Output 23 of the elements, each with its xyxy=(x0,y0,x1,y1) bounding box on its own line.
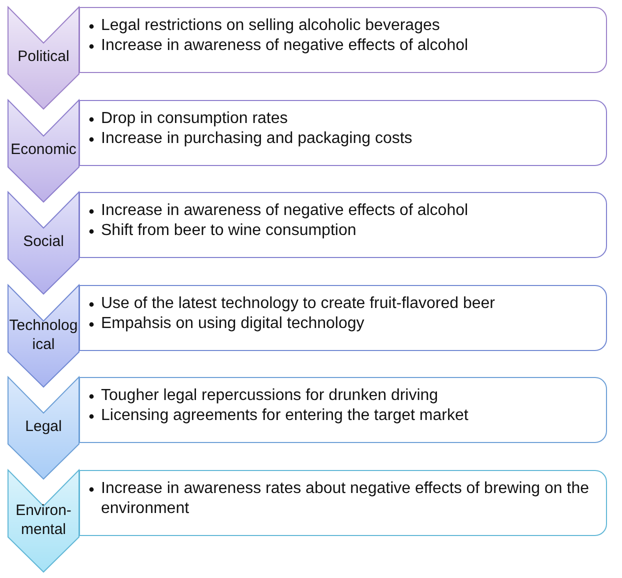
category-label: Technological xyxy=(8,316,79,354)
bullet-text: Licensing agreements for entering the target market xyxy=(101,407,468,424)
category-label: Environ-mental xyxy=(14,501,72,539)
bullet-text: Shift from beer to wine consumption xyxy=(101,222,356,240)
bullet-text: Increase in awareness of negative effects of alcohol xyxy=(101,37,468,54)
category-label: Political xyxy=(16,47,70,66)
category-label: Economic xyxy=(10,140,78,159)
content-box xyxy=(79,377,607,444)
content-box xyxy=(79,100,607,166)
content-box xyxy=(79,470,607,536)
content-box xyxy=(79,192,607,258)
category-label: Social xyxy=(22,232,65,252)
bullet-text: Drop in consumption rates xyxy=(101,110,288,127)
content-box xyxy=(79,284,607,351)
bullet-text: Increase in awareness of negative effects of alcohol xyxy=(101,202,468,220)
bullet-text: Use of the latest technology to create fruit-flavored beer xyxy=(101,294,495,312)
bullet-text: Empahsis on using digital technology xyxy=(101,314,364,332)
bullet-text: Tougher legal repercussions for drunken driving xyxy=(101,387,438,404)
bullet-text: Legal restrictions on selling alcoholic beverages xyxy=(101,17,440,34)
category-label: Legal xyxy=(24,417,63,436)
bullet-text: Increase in purchasing and packaging costs xyxy=(101,130,412,147)
bullet-text: Increase in awareness rates about negative effects of brewing on the environment xyxy=(101,480,590,517)
content-box xyxy=(79,7,607,73)
